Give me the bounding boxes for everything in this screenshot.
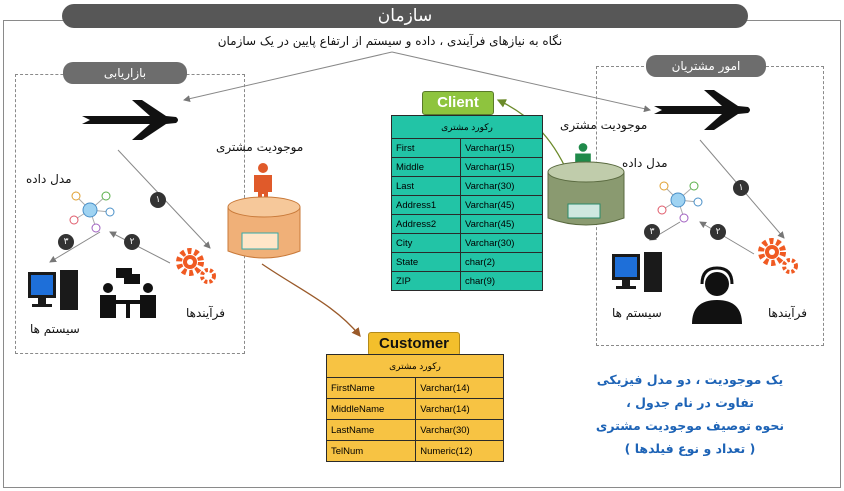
field-name: City <box>391 233 461 253</box>
field-name: TelNum <box>325 440 417 462</box>
customer-affairs-systems-label: سیستم ها <box>612 306 662 320</box>
field-type: Varchar(45) <box>459 195 544 215</box>
gear-icon <box>176 248 216 284</box>
link-to-marketing <box>183 51 393 103</box>
marketing-step-1: ۱ <box>150 192 166 208</box>
field-type: char(2) <box>459 252 544 272</box>
customer-affairs-step-1: ۱ <box>733 180 749 196</box>
field-name: Address1 <box>391 195 461 215</box>
marketing-title: بازاریابی <box>63 62 187 84</box>
field-type: char(9) <box>459 271 544 291</box>
link-to-customer-table <box>261 263 361 338</box>
field-name: State <box>391 252 461 272</box>
customer-record-header: رکورد مشتری <box>326 354 504 378</box>
field-type: Varchar(30) <box>459 176 544 196</box>
customer-affairs-processes-label: فرآیندها <box>768 306 807 320</box>
organization-title: سازمان <box>62 4 748 28</box>
field-name: FirstName <box>325 377 417 399</box>
client-record-header: رکورد مشتری <box>391 115 543 139</box>
customer-affairs-title: امور مشتریان <box>646 55 766 77</box>
marketing-step-2: ۲ <box>124 234 140 250</box>
meeting-icon <box>100 268 156 318</box>
field-type: Varchar(30) <box>459 233 544 253</box>
marketing-step-3: ۳ <box>58 234 74 250</box>
field-type: Varchar(45) <box>459 214 544 234</box>
note-line: تفاوت در نام جدول ، <box>626 395 754 410</box>
network-icon <box>69 191 115 233</box>
note-line: نحوه توصیف موجودیت مشتری <box>595 418 785 433</box>
field-name: First <box>391 138 461 158</box>
field-type: Varchar(30) <box>415 419 504 441</box>
field-type: Varchar(14) <box>415 398 504 420</box>
marketing-entity-label: موجودیت مشتری <box>216 140 304 154</box>
customer-affairs-step-2: ۲ <box>710 224 726 240</box>
field-type: Varchar(14) <box>415 377 504 399</box>
computer-icon <box>28 270 78 310</box>
customer-label: Customer <box>368 332 460 356</box>
summary-note: یک موجودیت ، دو مدل فیزیکی تفاوت در نام … <box>570 368 810 460</box>
note-line: یک موجودیت ، دو مدل فیزیکی <box>596 372 784 387</box>
marketing-data-model-label: مدل داده <box>26 172 72 186</box>
field-name: MiddleName <box>325 398 417 420</box>
airplane-icon <box>654 90 750 130</box>
customer-affairs-entity-label: موجودیت مشتری <box>560 118 648 132</box>
gear-icon <box>758 238 798 274</box>
marketing-entity-cylinder <box>227 196 301 259</box>
field-name: Address2 <box>391 214 461 234</box>
field-name: LastName <box>325 419 417 441</box>
network-icon <box>657 181 703 223</box>
field-type: Numeric(12) <box>415 440 504 462</box>
customer-affairs-entity-cylinder <box>547 161 625 226</box>
marketing-processes-label: فرآیندها <box>186 306 225 320</box>
headset-agent-icon <box>692 266 742 324</box>
customer-affairs-data-model-label: مدل داده <box>622 156 668 170</box>
field-name: Middle <box>391 157 461 177</box>
field-name: ZIP <box>391 271 461 291</box>
note-line: ( تعداد و نوع فیلدها ) <box>624 441 756 456</box>
computer-icon <box>612 252 662 292</box>
field-type: Varchar(15) <box>459 157 544 177</box>
field-type: Varchar(15) <box>459 138 544 158</box>
client-label: Client <box>422 91 494 115</box>
field-name: Last <box>391 176 461 196</box>
link-to-customer-affairs <box>391 51 651 113</box>
organization-subtitle: نگاه به نیازهای فرآیندی ، داده و سیستم ا… <box>217 34 563 48</box>
airplane-icon <box>82 100 178 140</box>
marketing-systems-label: سیستم ها <box>30 322 80 336</box>
customer-affairs-step-3: ۳ <box>644 224 660 240</box>
